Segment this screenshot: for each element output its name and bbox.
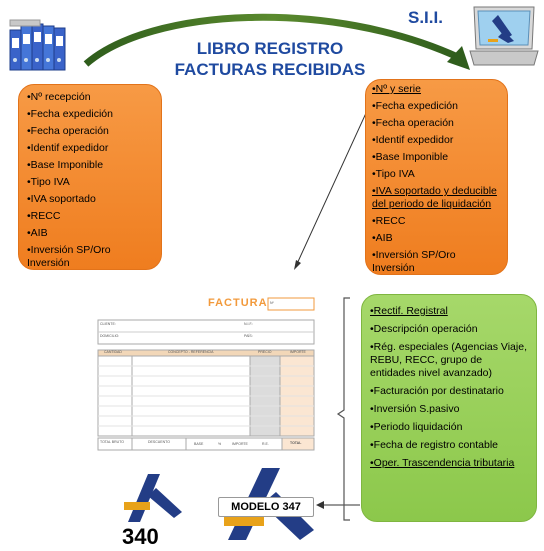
list-item: •Nº recepción [27, 91, 91, 103]
list-item: •Fecha expedición [372, 100, 458, 112]
invoice-cliente-label: CLIENTE: [100, 322, 116, 326]
list-item: •Fecha expedición [27, 108, 113, 120]
list-item: •Tipo IVA [372, 168, 415, 180]
list-item: •IVA soportado y deducible del periodo d… [372, 185, 497, 210]
invoice-image [96, 292, 316, 452]
col-concepto: CONCEPTO - REFERENCIA [168, 350, 214, 354]
page-title: LIBRO REGISTRO FACTURAS RECIBIDAS [120, 38, 420, 80]
invoice-title: FACTURA [208, 297, 268, 309]
list-item: •Rectif. Registral [370, 305, 448, 317]
laptop-icon [469, 6, 539, 66]
logo-340-number: 340 [122, 524, 159, 549]
invoice-domicilio-label: DOMICILIO: [100, 334, 120, 338]
list-item: •Tipo IVA [27, 176, 70, 188]
green-fields-box: •Rectif. Registral •Descripción operació… [361, 294, 537, 522]
sii-label: S.I.I. [408, 8, 443, 27]
aeat-logo-340-icon [124, 474, 182, 522]
left-fields-box: •Nº recepción •Fecha expedición •Fecha o… [18, 84, 162, 270]
importe-label: IMPORTE [232, 442, 248, 446]
list-item: •RECC [372, 215, 406, 227]
list-item: •Identif expedidor [372, 134, 454, 146]
list-item: •Base Imponible [372, 151, 449, 163]
invoice-nif-label: N.I.F.: [244, 322, 254, 326]
iva-pct-label: % [218, 442, 222, 446]
list-item: •Inversión S.pasivo [370, 403, 460, 415]
list-item: •Descripción operación [370, 323, 478, 335]
title-line-1: LIBRO REGISTRO [196, 39, 344, 58]
list-item: •Fecha de registro contable [370, 439, 498, 451]
list-item: •Periodo liquidación [370, 421, 463, 433]
list-item: •AIB [372, 232, 393, 244]
col-importe: IMPORTE [290, 350, 306, 354]
list-item: •Inversión SP/Oro Inversión [27, 244, 111, 269]
col-cantidad: CANTIDAD [104, 350, 122, 354]
list-item: •IVA soportado [27, 193, 96, 205]
list-item: •Base Imponible [27, 159, 104, 171]
list-item: •AIB [27, 227, 48, 239]
modelo-347-label: MODELO 347 [218, 497, 314, 517]
list-item: •Rég. especiales (Agencias Viaje, REBU, … [370, 341, 527, 379]
re-label: R.E. [262, 442, 269, 446]
binders-icon [9, 19, 66, 71]
col-precio: PRECIO [258, 350, 272, 354]
list-item: •Identif expedidor [27, 142, 109, 154]
list-item: •Nº y serie [372, 83, 421, 95]
list-item: •Fecha operación [372, 117, 454, 129]
base-label: BASE [194, 442, 204, 446]
list-item: •Facturación por destinatario [370, 385, 504, 397]
list-item: •Fecha operación [27, 125, 109, 137]
list-item: •RECC [27, 210, 61, 222]
total-label: TOTAL [290, 441, 302, 445]
list-item: •Inversión SP/Oro Inversión [372, 249, 456, 274]
list-item: •Oper. Trascendencia tributaria [370, 457, 515, 469]
invoice-num-label: Nº [270, 301, 274, 305]
invoice-pais-label: PAÍS: [244, 334, 253, 338]
right-fields-box: •Nº y serie •Fecha expedición •Fecha ope… [365, 79, 508, 275]
title-line-2: FACTURAS RECIBIDAS [174, 60, 366, 79]
descuento-label: DESCUENTO [148, 440, 170, 444]
total-bruto-label: TOTAL BRUTO [100, 440, 124, 444]
invoice-form [97, 297, 315, 451]
